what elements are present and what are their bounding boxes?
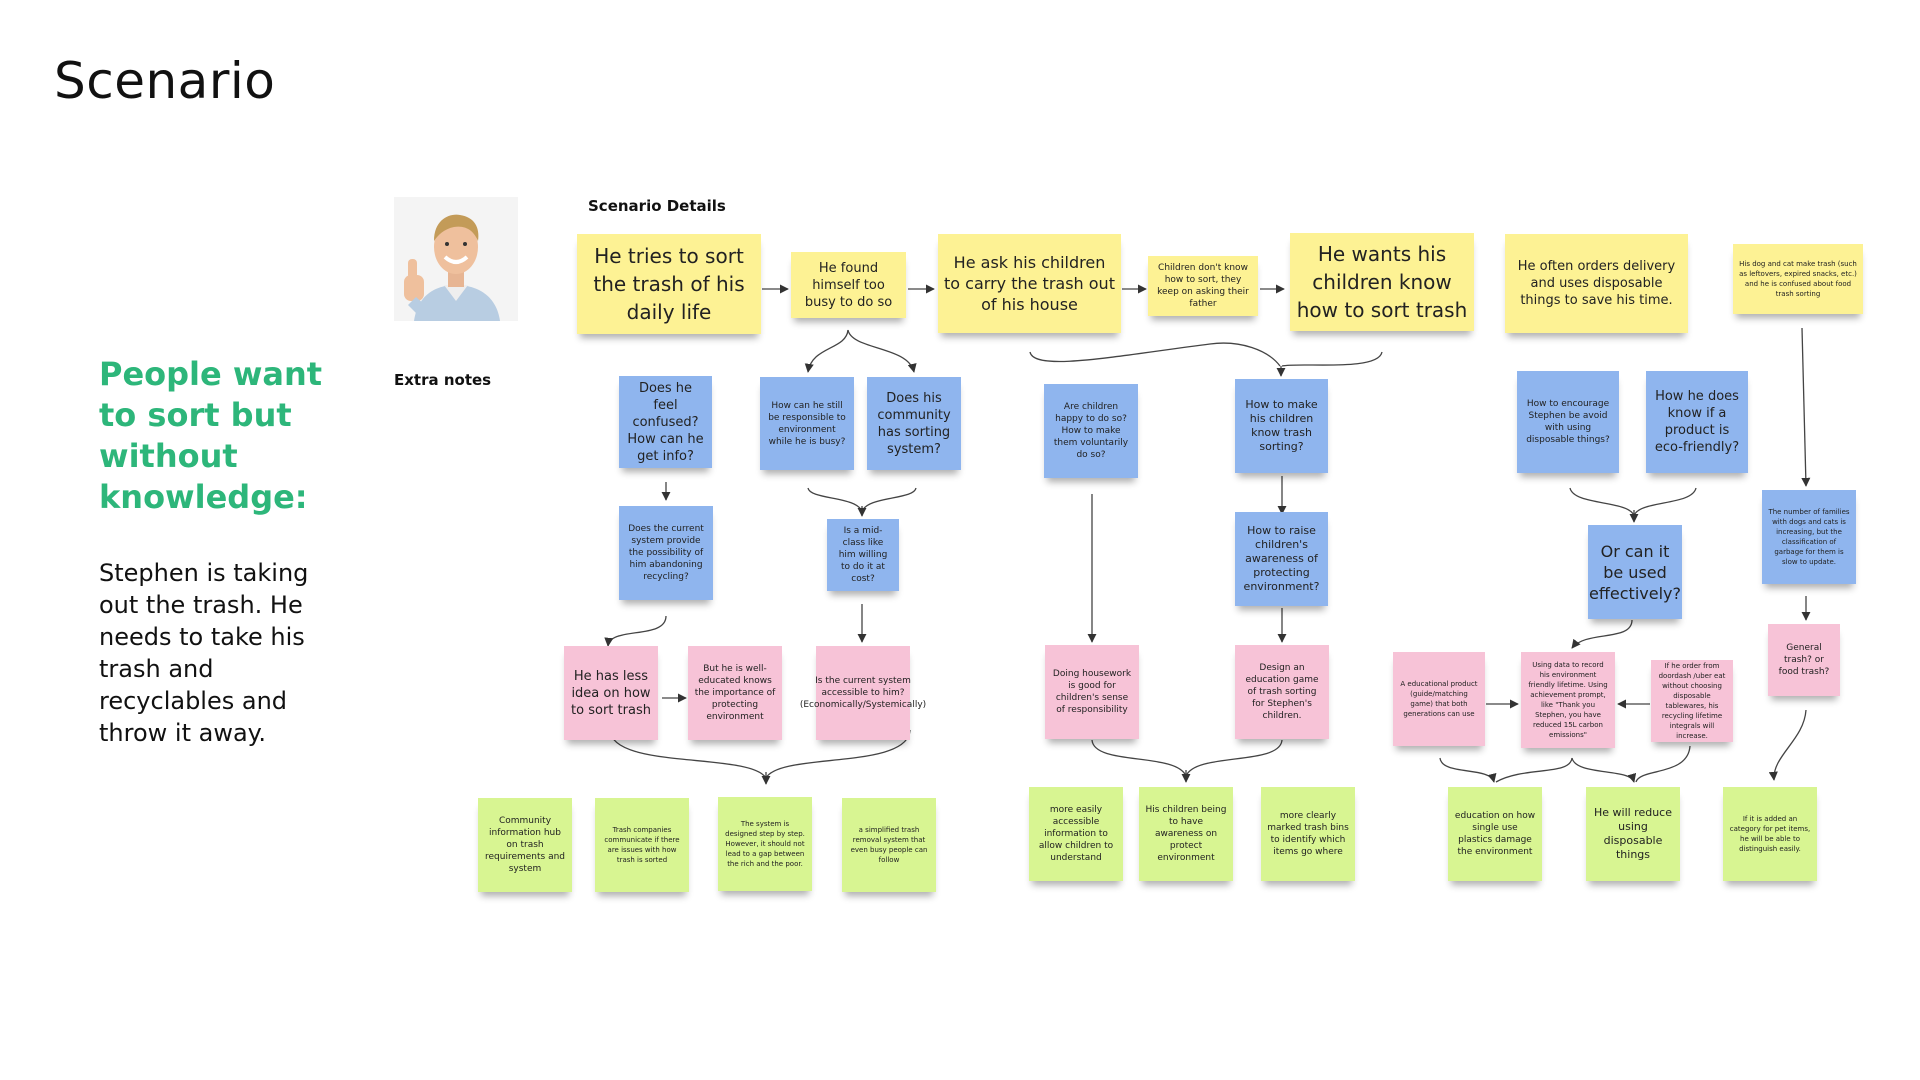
note-how-to-make-know: How to make his children know trash sort… xyxy=(1235,379,1328,473)
scenario-details-label: Scenario Details xyxy=(588,197,726,215)
note-eco-friendly: How he does know if a product is eco-fri… xyxy=(1646,371,1748,473)
note-children-dont-know: Children don't know how to sort, they ke… xyxy=(1148,256,1258,316)
note-children-happy: Are children happy to do so? How to make… xyxy=(1044,384,1138,478)
note-used-effectively: Or can it be used effectively? xyxy=(1588,525,1682,619)
note-feel-confused: Does he feel confused? How can he get in… xyxy=(619,376,712,468)
persona-photo xyxy=(394,197,518,321)
page-title: Scenario xyxy=(54,52,276,110)
note-single-use-plastics: education on how single use plastics dam… xyxy=(1448,787,1542,881)
note-community-hub: Community information hub on trash requi… xyxy=(478,798,572,892)
note-educational-product: A educational product (guide/matching ga… xyxy=(1393,652,1485,746)
note-marked-bins: more clearly marked trash bins to identi… xyxy=(1261,787,1355,881)
note-pet-category: If it is added an category for pet items… xyxy=(1723,787,1817,881)
note-accessible-info: more easily accessible information to al… xyxy=(1029,787,1123,881)
note-well-educated: But he is well-educated knows the import… xyxy=(688,646,782,740)
note-tries-to-sort: He tries to sort the trash of his daily … xyxy=(577,234,761,334)
note-education-game: Design an education game of trash sortin… xyxy=(1235,645,1329,739)
note-general-or-food: General trash? or food trash? xyxy=(1768,624,1840,696)
note-reduce-disposable: He will reduce using disposable things xyxy=(1586,787,1680,881)
note-data-achievement: Using data to record his environment fri… xyxy=(1521,652,1615,748)
scenario-description: Stephen is taking out the trash. He need… xyxy=(99,559,309,747)
note-companies-communicate: Trash companies communicate if there are… xyxy=(595,798,689,892)
note-system-accessible: Is the current system accessible to him?… xyxy=(800,646,926,740)
note-community-sorting: Does his community has sorting system? xyxy=(867,377,961,470)
note-pet-families: The number of families with dogs and cat… xyxy=(1762,490,1856,584)
note-housework: Doing housework is good for children's s… xyxy=(1045,645,1139,739)
note-still-responsible: How can he still be responsible to envir… xyxy=(760,377,854,470)
note-abandoning-recycling: Does the current system provide the poss… xyxy=(619,506,713,600)
note-asks-children: He ask his children to carry the trash o… xyxy=(938,234,1121,333)
note-wants-children-know: He wants his children know how to sort t… xyxy=(1290,233,1474,331)
headline: People want to sort but without knowledg… xyxy=(99,355,323,516)
note-too-busy: He found himself too busy to do so xyxy=(791,252,906,318)
note-children-awareness: His children being to have awareness on … xyxy=(1139,787,1233,881)
note-step-by-step: The system is designed step by step. How… xyxy=(718,797,812,891)
note-less-idea: He has less idea on how to sort trash xyxy=(564,646,658,740)
note-mid-class-cost: Is a mid-class like him willing to do it… xyxy=(827,519,899,591)
note-raise-awareness: How to raise children's awareness of pro… xyxy=(1235,512,1328,606)
note-encourage-avoid: How to encourage Stephen be avoid with u… xyxy=(1517,371,1619,473)
note-pet-trash: His dog and cat make trash (such as left… xyxy=(1733,244,1863,314)
extra-notes-label: Extra notes xyxy=(394,371,492,389)
note-lifetime-integrals: If he order from doordash /uber eat with… xyxy=(1651,660,1733,742)
note-orders-delivery: He often orders delivery and uses dispos… xyxy=(1505,234,1688,333)
note-simplified-removal: a simplified trash removal system that e… xyxy=(842,798,936,892)
